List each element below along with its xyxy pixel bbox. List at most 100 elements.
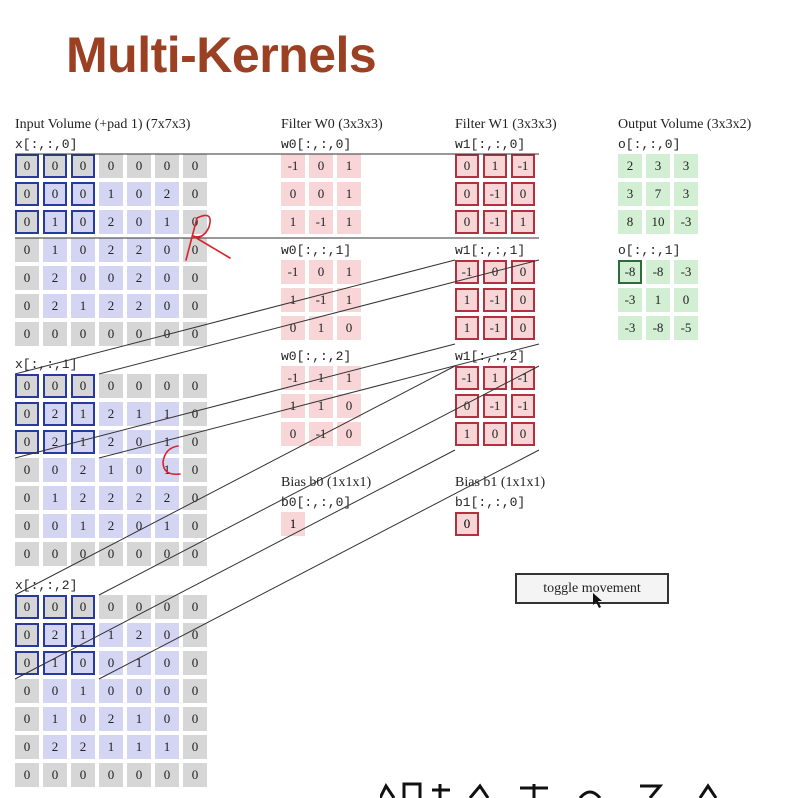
grid-cell: 0 [43,154,67,178]
grid-cell: 0 [43,374,67,398]
grid-cell: -1 [455,260,479,284]
grid-cell: 1 [337,366,361,390]
grid-cell: 0 [183,707,207,731]
grid-cell: 3 [618,182,642,206]
grid-cell: -1 [511,366,535,390]
grid-cell: 2 [99,707,123,731]
grid-cell: 0 [71,542,95,566]
grid-cell: 3 [674,154,698,178]
grid-cell: 0 [155,266,179,290]
grid-cell: 2 [71,486,95,510]
handwritten-scribble [380,782,718,798]
b1-value: 0 [455,512,479,536]
grid-cell: 0 [15,154,39,178]
grid-cell: 0 [71,707,95,731]
grid-cell: 0 [183,154,207,178]
grid-cell: -1 [455,366,479,390]
grid-cell: 1 [337,260,361,284]
grid-cell: 1 [43,651,67,675]
grid-cell: 2 [71,458,95,482]
grid-cell: 1 [127,402,151,426]
grid-cell: 0 [483,422,507,446]
grid-cell: 0 [183,623,207,647]
filter-w1-caption: Filter W1 (3x3x3) [455,117,557,132]
grid-cell: 0 [155,763,179,787]
grid-cell: 0 [71,322,95,346]
grid-cell: 0 [71,266,95,290]
grid-cell: 1 [43,486,67,510]
grid-cell: 0 [99,542,123,566]
grid-cell: 1 [43,238,67,262]
grid-cell: 0 [281,422,305,446]
grid-cell: 0 [71,210,95,234]
b0-value: 1 [281,512,305,536]
grid-cell: 2 [99,210,123,234]
grid-cell: 7 [646,182,670,206]
grid-cell: 0 [127,322,151,346]
output-slice-label-1: o[:,:,1] [618,243,681,258]
grid-cell: 2 [43,735,67,759]
grid-cell: 1 [127,707,151,731]
grid-cell: -1 [281,366,305,390]
grid-cell: 2 [155,182,179,206]
grid-cell: 1 [337,210,361,234]
grid-cell: 0 [337,316,361,340]
grid-cell: 0 [71,595,95,619]
grid-cell: 0 [127,679,151,703]
grid-cell: -1 [281,154,305,178]
grid-cell: 1 [99,735,123,759]
grid-cell: 0 [99,374,123,398]
input-slice-label-1: x[:,:,1] [15,357,78,372]
grid-cell: 1 [99,458,123,482]
grid-cell: 0 [127,374,151,398]
grid-cell: 2 [99,294,123,318]
grid-cell: 0 [155,707,179,731]
grid-cell: 1 [155,430,179,454]
grid-cell: 1 [511,210,535,234]
grid-cell: 0 [127,210,151,234]
grid-cell: 2 [127,486,151,510]
grid-cell: 0 [99,763,123,787]
w1-slice-label-0: w1[:,:,0] [455,137,526,152]
grid-cell: 0 [183,651,207,675]
grid-cell: 0 [155,374,179,398]
grid-cell: 0 [155,623,179,647]
grid-cell: -3 [618,316,642,340]
grid-cell: 0 [15,514,39,538]
grid-cell: -1 [483,288,507,312]
grid-cell: -3 [674,260,698,284]
b0-label: b0[:,:,0] [281,495,352,510]
grid-cell: 0 [511,182,535,206]
grid-cell: 0 [99,679,123,703]
grid-cell: 0 [281,316,305,340]
toggle-movement-button[interactable]: toggle movement [515,573,669,604]
grid-cell: 0 [71,182,95,206]
grid-cell: 2 [43,294,67,318]
grid-cell: 0 [127,430,151,454]
grid-cell: 1 [309,366,333,390]
grid-cell: 2 [99,486,123,510]
grid-cell: -8 [646,260,670,284]
w0-slice-label-2: w0[:,:,2] [281,349,352,364]
grid-cell: 2 [43,402,67,426]
input-volume-caption: Input Volume (+pad 1) (7x7x3) [15,117,191,132]
grid-cell: 0 [71,154,95,178]
grid-cell: 0 [511,260,535,284]
grid-cell: 0 [455,182,479,206]
grid-cell: 0 [155,154,179,178]
grid-cell: 0 [127,595,151,619]
w0-slice-label-1: w0[:,:,1] [281,243,352,258]
grid-cell: 0 [183,430,207,454]
grid-cell: 0 [15,266,39,290]
grid-cell: 1 [455,288,479,312]
grid-cell: -1 [309,422,333,446]
b1-label: b1[:,:,0] [455,495,526,510]
grid-cell: 1 [71,430,95,454]
grid-cell: 0 [183,210,207,234]
grid-cell: 1 [99,623,123,647]
grid-cell: 1 [155,735,179,759]
grid-cell: 0 [309,260,333,284]
grid-cell: 1 [127,735,151,759]
grid-cell: 1 [71,623,95,647]
output-volume-caption: Output Volume (3x3x2) [618,117,752,132]
